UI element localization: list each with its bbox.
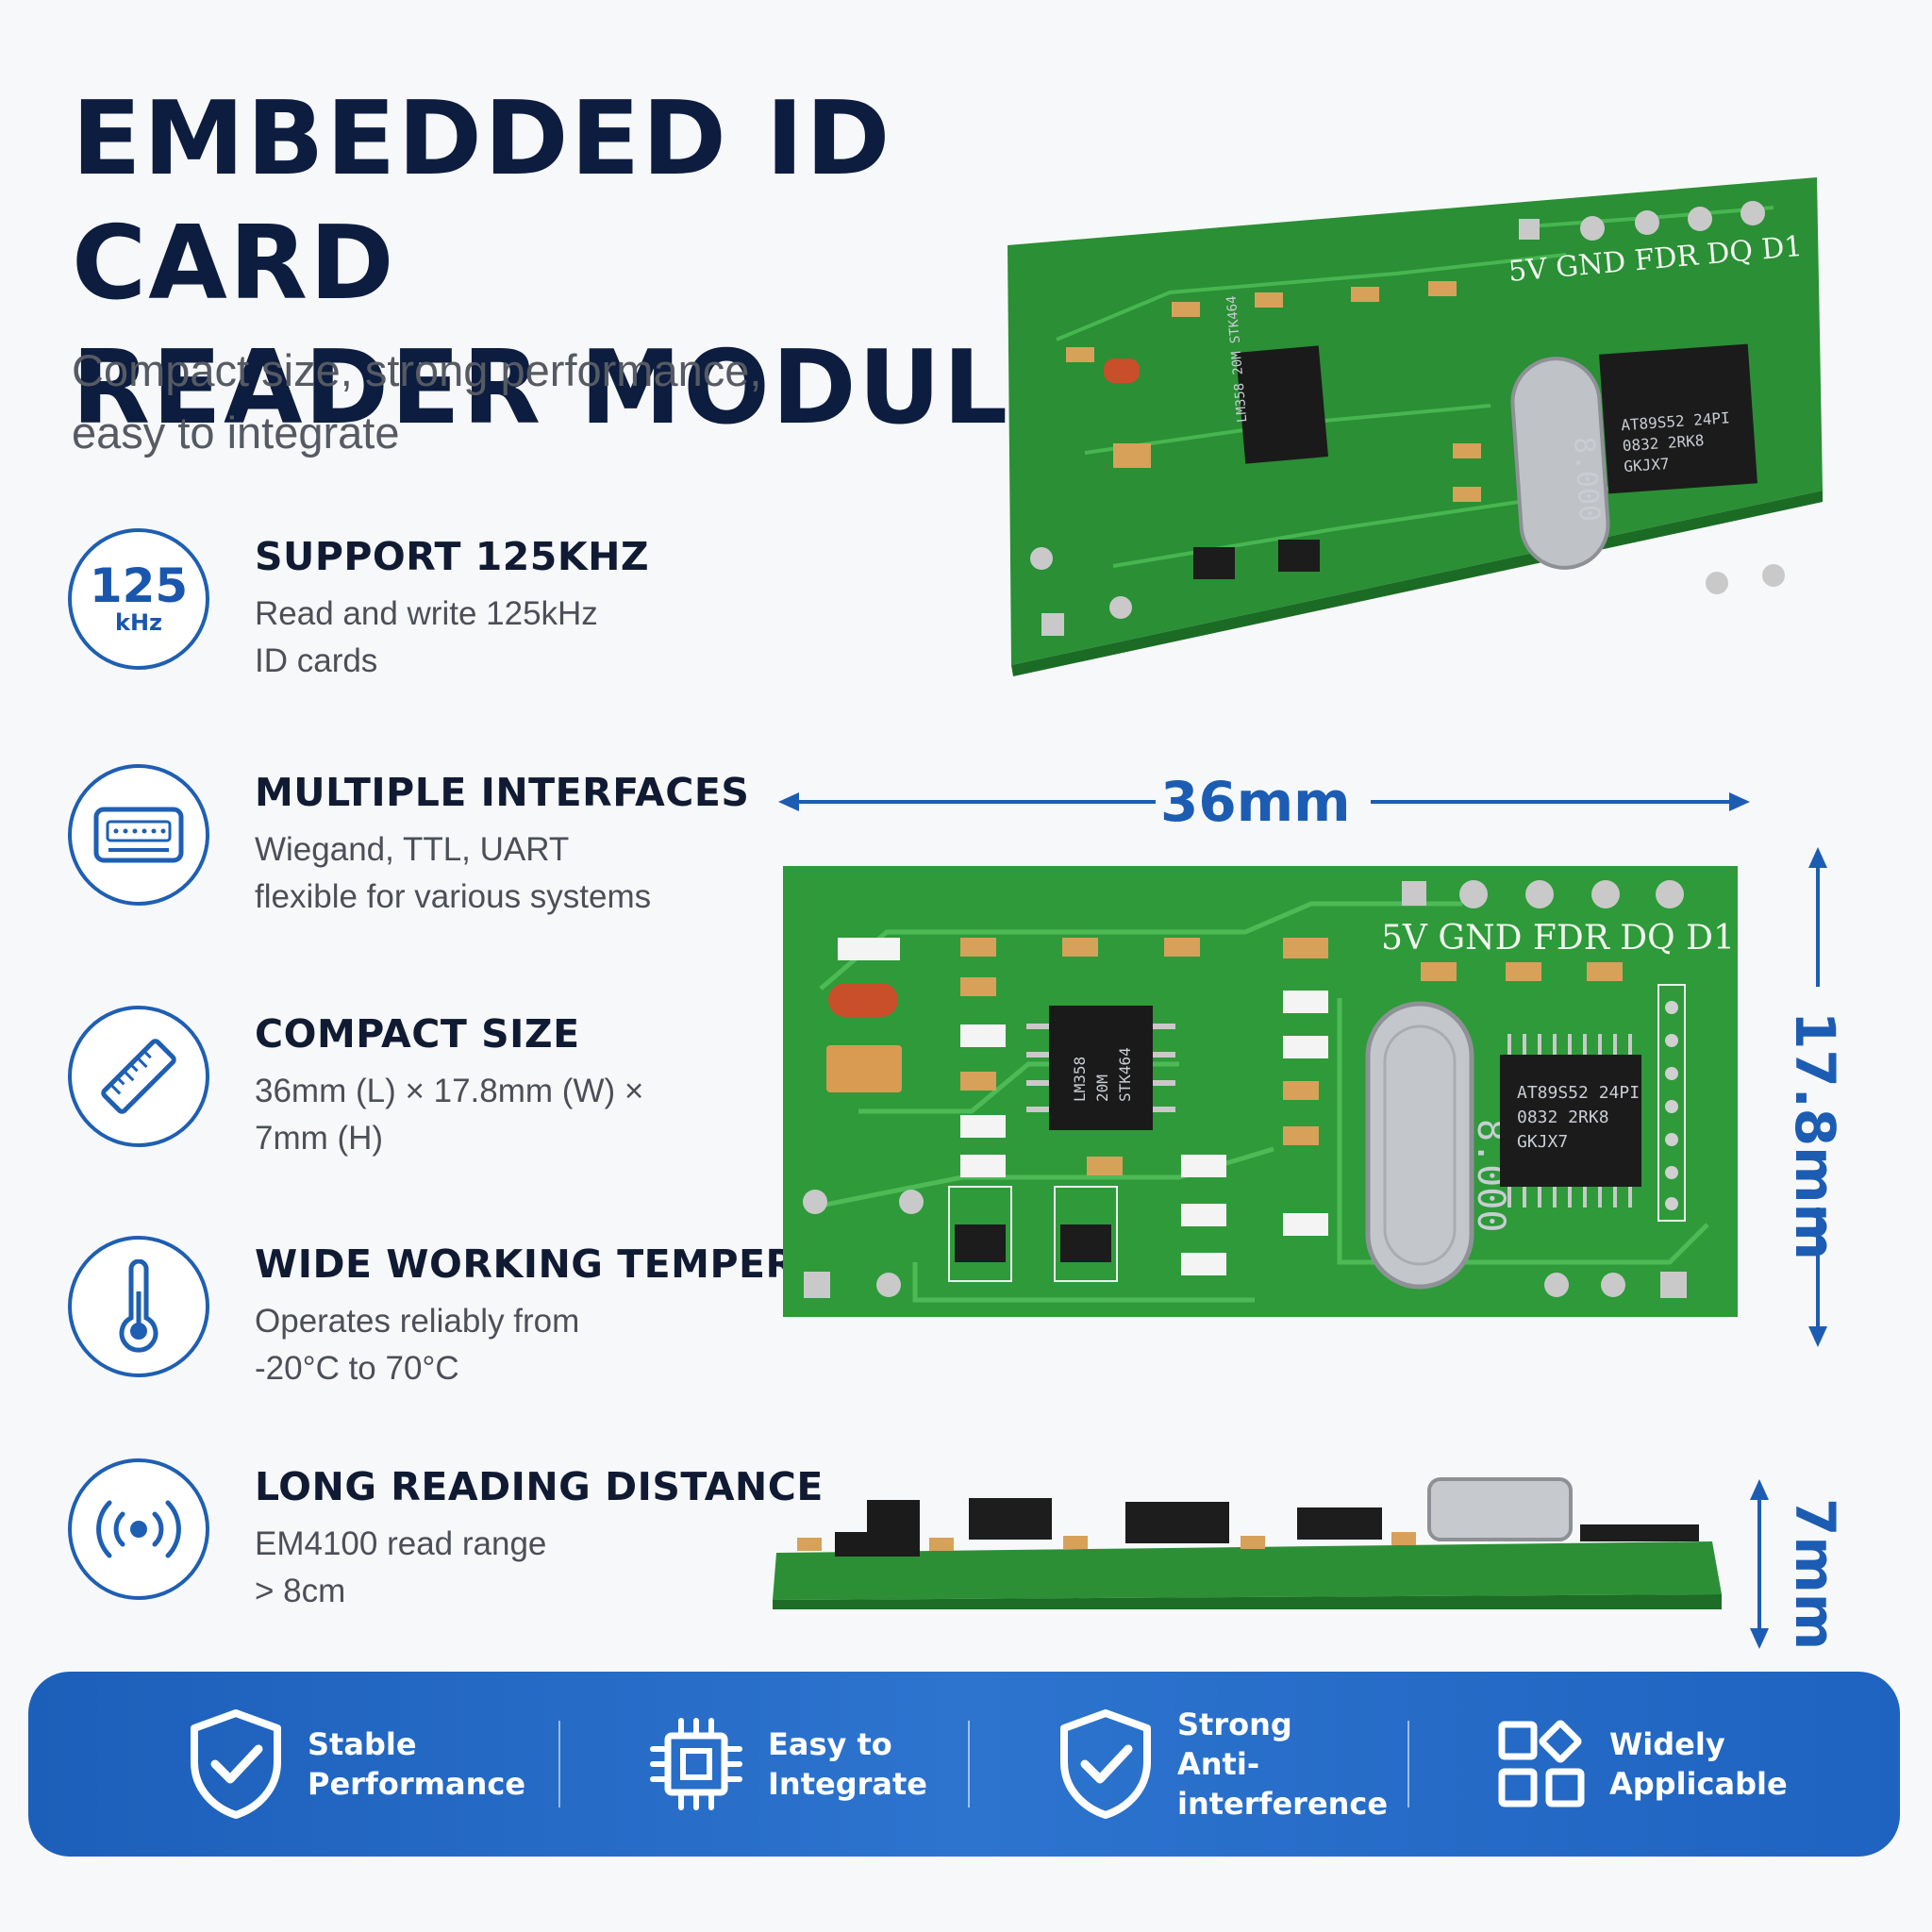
feature-compact-size: COMPACT SIZE 36mm (L) × 17.8mm (W) × 7mm… (68, 1006, 785, 1194)
opamp-chip (1049, 1006, 1153, 1130)
pcb-side-view (773, 1477, 1722, 1609)
mcu-label-1: AT89S52 24PI (1517, 1083, 1640, 1103)
benefits-banner: Stable Performance Easy to Integrate Str… (28, 1672, 1900, 1857)
page-subtitle: Compact size, strong performance, easy t… (72, 345, 762, 458)
feature-description: 36mm (L) × 17.8mm (W) × 7mm (H) (255, 1073, 644, 1157)
feature-temperature: WIDE WORKING TEMPERATURE Operates reliab… (68, 1236, 939, 1424)
mcu-label-3: GKJX7 (1517, 1132, 1568, 1152)
benefit-label: Easy to Integrate (768, 1726, 927, 1802)
benefit-easy-integrate: Easy to Integrate (647, 1672, 975, 1857)
banner-divider (1407, 1721, 1409, 1807)
pcb-pin-labels: 5V GND FDR DQ D1 (1381, 919, 1735, 958)
feature-description: Operates reliably from -20°C to 70°C (255, 1303, 580, 1387)
feature-125khz: 125 kHz SUPPORT 125KHZ Read and write 12… (68, 528, 785, 717)
crystal-oscillator (1365, 1001, 1474, 1290)
feature-description: Wiegand, TTL, UART flexible for various … (255, 831, 652, 915)
opamp-chip (1236, 345, 1328, 464)
opamp-label-2: 20M (1093, 1074, 1111, 1102)
mcu-chip (1500, 1055, 1641, 1187)
length-dimension-label: 36mm (1160, 770, 1351, 834)
feature-title: SUPPORT 125KHZ (255, 534, 650, 579)
icon-frequency-unit: kHz (114, 609, 162, 636)
width-dimension-label: 17.8mm (1783, 1011, 1847, 1260)
125khz-icon: 125 kHz (68, 528, 209, 670)
grid-apps-icon (1498, 1720, 1585, 1807)
shield-check-icon (1060, 1709, 1151, 1819)
opamp-label-1: LM358 (1071, 1057, 1089, 1102)
pcb-front-view: 5V GND FDR DQ D1 LM358 20M STK464 8.000 … (783, 866, 1738, 1317)
width-dimension-arrow (1808, 847, 1827, 1347)
opamp-label-3: STK464 (1116, 1047, 1134, 1102)
feature-title: COMPACT SIZE (255, 1011, 580, 1057)
benefit-label: Strong Anti- interference (1177, 1707, 1389, 1822)
shield-check-icon (191, 1709, 281, 1819)
length-dimension-arrow (778, 792, 1750, 811)
page-title: EMBEDDED ID CARD READER MODULE (72, 80, 1081, 447)
banner-divider (558, 1721, 560, 1807)
benefit-widely-applicable: Widely Applicable (1496, 1672, 1817, 1857)
keyboard-interface-icon (68, 764, 209, 906)
ruler-icon (68, 1006, 209, 1147)
pcb-angled-view: 5V GND FDR DQ D1 LM358 20M STK464 8.000 … (1008, 177, 1823, 676)
benefit-stable-performance: Stable Performance (187, 1672, 526, 1857)
feature-reading-distance: LONG READING DISTANCE EM4100 read range … (68, 1458, 823, 1647)
feature-interfaces: MULTIPLE INTERFACES Wiegand, TTL, UART f… (68, 764, 785, 953)
crystal-label: 8.000 (1567, 436, 1606, 524)
icon-frequency-number: 125 (89, 558, 189, 613)
banner-divider (968, 1721, 970, 1807)
feature-title: LONG READING DISTANCE (255, 1464, 824, 1509)
height-dimension-arrow (1750, 1479, 1769, 1649)
mcu-label-2: 0832 2RK8 (1517, 1108, 1609, 1127)
benefit-anti-interference: Strong Anti- interference (1057, 1672, 1389, 1857)
diode (828, 983, 898, 1017)
chip-icon (650, 1718, 742, 1810)
crystal-oscillator (1510, 357, 1610, 570)
thermometer-icon (68, 1236, 209, 1377)
mcu-chip (1599, 343, 1757, 494)
benefit-label: Widely Applicable (1609, 1726, 1788, 1802)
feature-description: EM4100 read range > 8cm (255, 1525, 547, 1609)
feature-title: MULTIPLE INTERFACES (255, 770, 750, 815)
mcu-label-3: GKJX7 (1624, 455, 1670, 475)
wireless-signal-icon (68, 1458, 209, 1600)
feature-description: Read and write 125kHz ID cards (255, 595, 598, 679)
height-dimension-label: 7mm (1783, 1498, 1847, 1651)
benefit-label: Stable Performance (308, 1726, 526, 1802)
